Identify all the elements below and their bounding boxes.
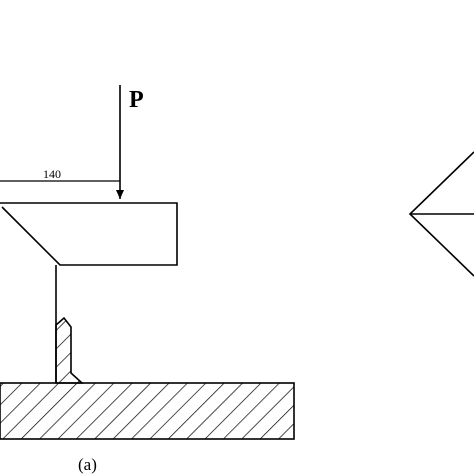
load-label: P (129, 87, 144, 113)
bracket-arm (0, 202, 178, 266)
figure-caption: (a) (78, 455, 97, 474)
weld-fillet (55, 316, 85, 384)
base-plate (0, 382, 295, 440)
dimension-label: 140 (43, 167, 61, 181)
